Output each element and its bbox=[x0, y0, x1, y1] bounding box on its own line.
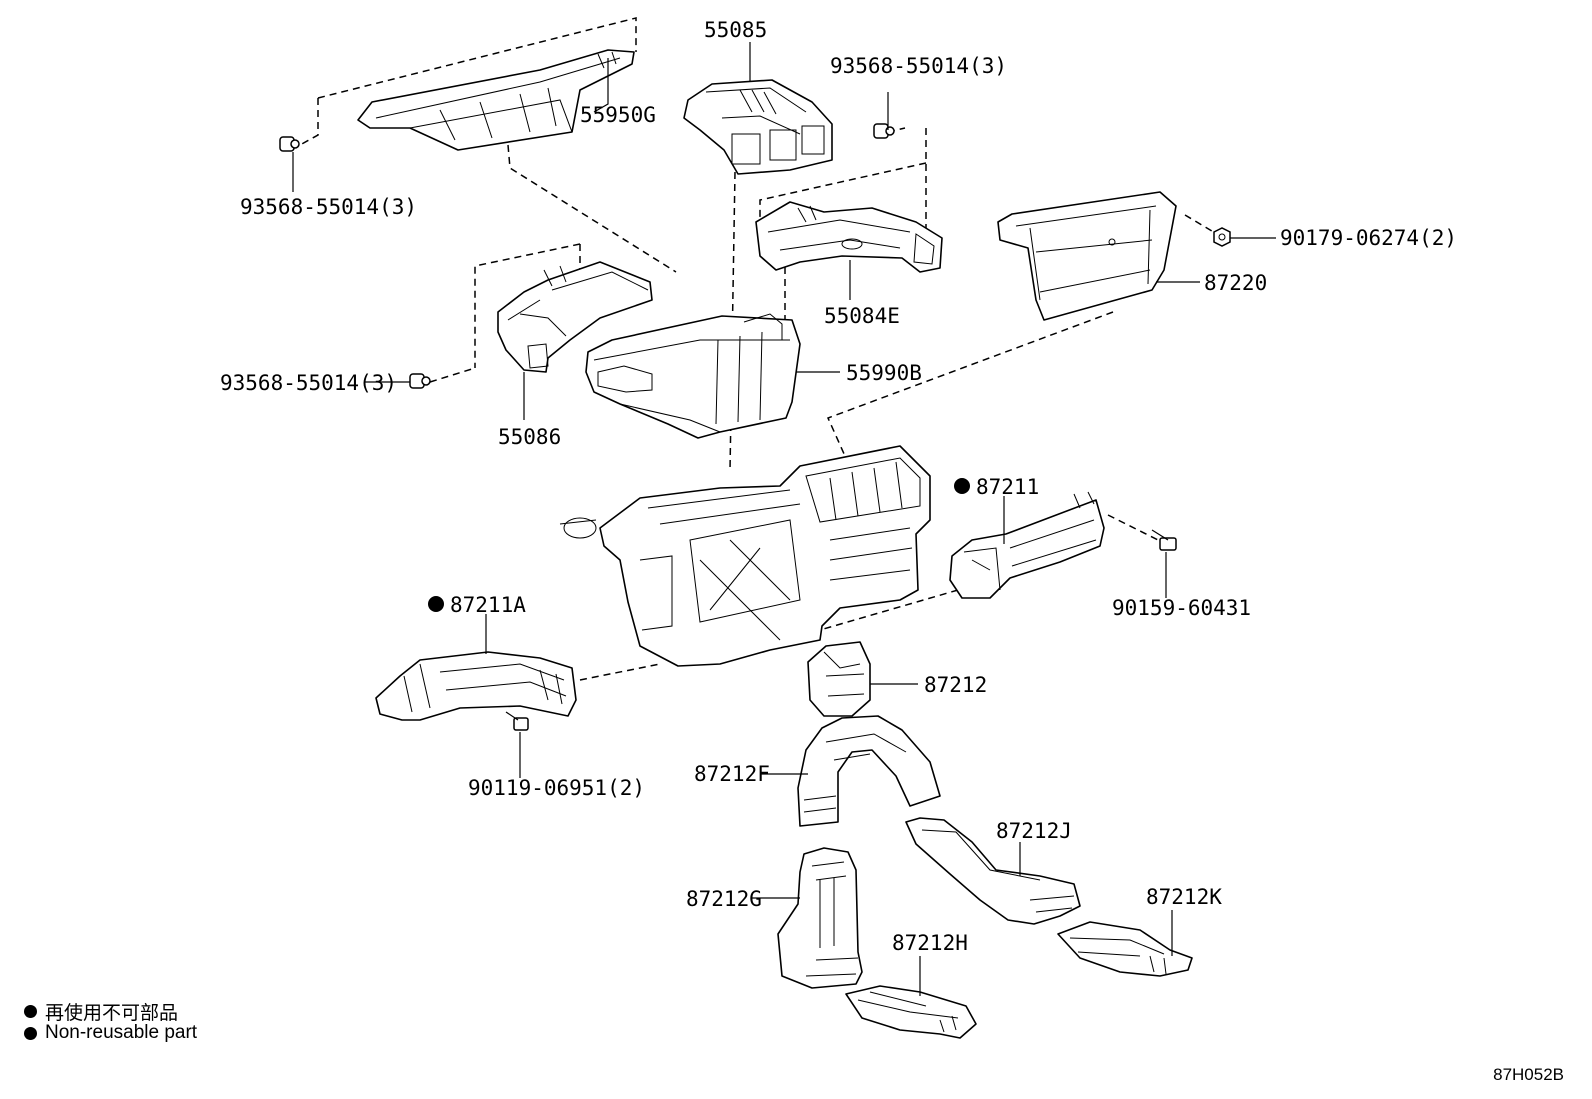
part-55950g-defroster-nozzle bbox=[357, 49, 635, 151]
label-55084e: 55084E bbox=[824, 304, 900, 328]
part-55990b-register-duct bbox=[585, 313, 801, 439]
label-55086: 55086 bbox=[498, 425, 561, 449]
part-labels: 55085 93568-55014(3) 55950G 93568-55014(… bbox=[220, 18, 1457, 955]
legend-english-text: Non-reusable part bbox=[45, 1022, 198, 1043]
nut-90179 bbox=[1213, 227, 1231, 247]
label-90179: 90179-06274(2) bbox=[1280, 226, 1457, 250]
part-55086-left-riser bbox=[497, 261, 653, 373]
legend-japanese: 再使用不可部品 bbox=[24, 998, 178, 1025]
label-55950g: 55950G bbox=[580, 103, 656, 127]
legend-bullet-icon bbox=[24, 1026, 37, 1040]
clip-93568-mid-left bbox=[409, 373, 431, 389]
label-87212k: 87212K bbox=[1146, 885, 1222, 909]
label-87212: 87212 bbox=[924, 673, 987, 697]
part-87211-right-foot-duct bbox=[949, 491, 1105, 599]
part-heater-unit bbox=[559, 445, 931, 667]
leader-lines bbox=[292, 42, 1276, 996]
label-87212g: 87212G bbox=[686, 887, 762, 911]
part-87212f-rear-curved-duct bbox=[797, 715, 941, 827]
part-55084e-side-duct bbox=[755, 201, 943, 273]
legend-english: Non-reusable part bbox=[24, 1022, 197, 1044]
part-87211a-left-foot-duct bbox=[375, 651, 577, 721]
part-87212k-floor-duct bbox=[1057, 921, 1193, 977]
legend-bullet-icon bbox=[24, 1005, 37, 1018]
part-87212-rear-duct-connector bbox=[807, 641, 871, 717]
label-87212f: 87212F bbox=[694, 762, 770, 786]
label-87220: 87220 bbox=[1204, 271, 1267, 295]
non-reusable-marker-87211a bbox=[428, 596, 444, 612]
part-87220-rear-duct bbox=[997, 191, 1177, 321]
label-87212j: 87212J bbox=[996, 819, 1072, 843]
label-87211a: 87211A bbox=[450, 593, 526, 617]
fasteners bbox=[279, 123, 1231, 731]
label-93568-mid-left: 93568-55014(3) bbox=[220, 371, 397, 395]
label-87211: 87211 bbox=[976, 475, 1039, 499]
part-87212j-floor-duct bbox=[905, 817, 1081, 925]
clip-93568-top-right bbox=[873, 123, 895, 139]
clip-93568-top-left bbox=[279, 136, 300, 152]
label-55990b: 55990B bbox=[846, 361, 922, 385]
label-55085: 55085 bbox=[704, 18, 767, 42]
bolt-90119 bbox=[505, 711, 529, 731]
label-90159: 90159-60431 bbox=[1112, 596, 1251, 620]
part-87212g-floor-duct-left bbox=[777, 847, 863, 989]
label-90119: 90119-06951(2) bbox=[468, 776, 645, 800]
part-87212h-floor-duct bbox=[845, 985, 977, 1039]
non-reusable-marker-87211 bbox=[954, 478, 970, 494]
legend-japanese-text: 再使用不可部品 bbox=[45, 1003, 179, 1024]
part-55085-center-duct bbox=[683, 79, 833, 175]
figure-code: 87H052B bbox=[1493, 1065, 1564, 1084]
label-93568-top-right: 93568-55014(3) bbox=[830, 54, 1007, 78]
label-93568-top-left: 93568-55014(3) bbox=[240, 195, 417, 219]
bolt-90159 bbox=[1151, 529, 1177, 551]
label-87212h: 87212H bbox=[892, 931, 968, 955]
